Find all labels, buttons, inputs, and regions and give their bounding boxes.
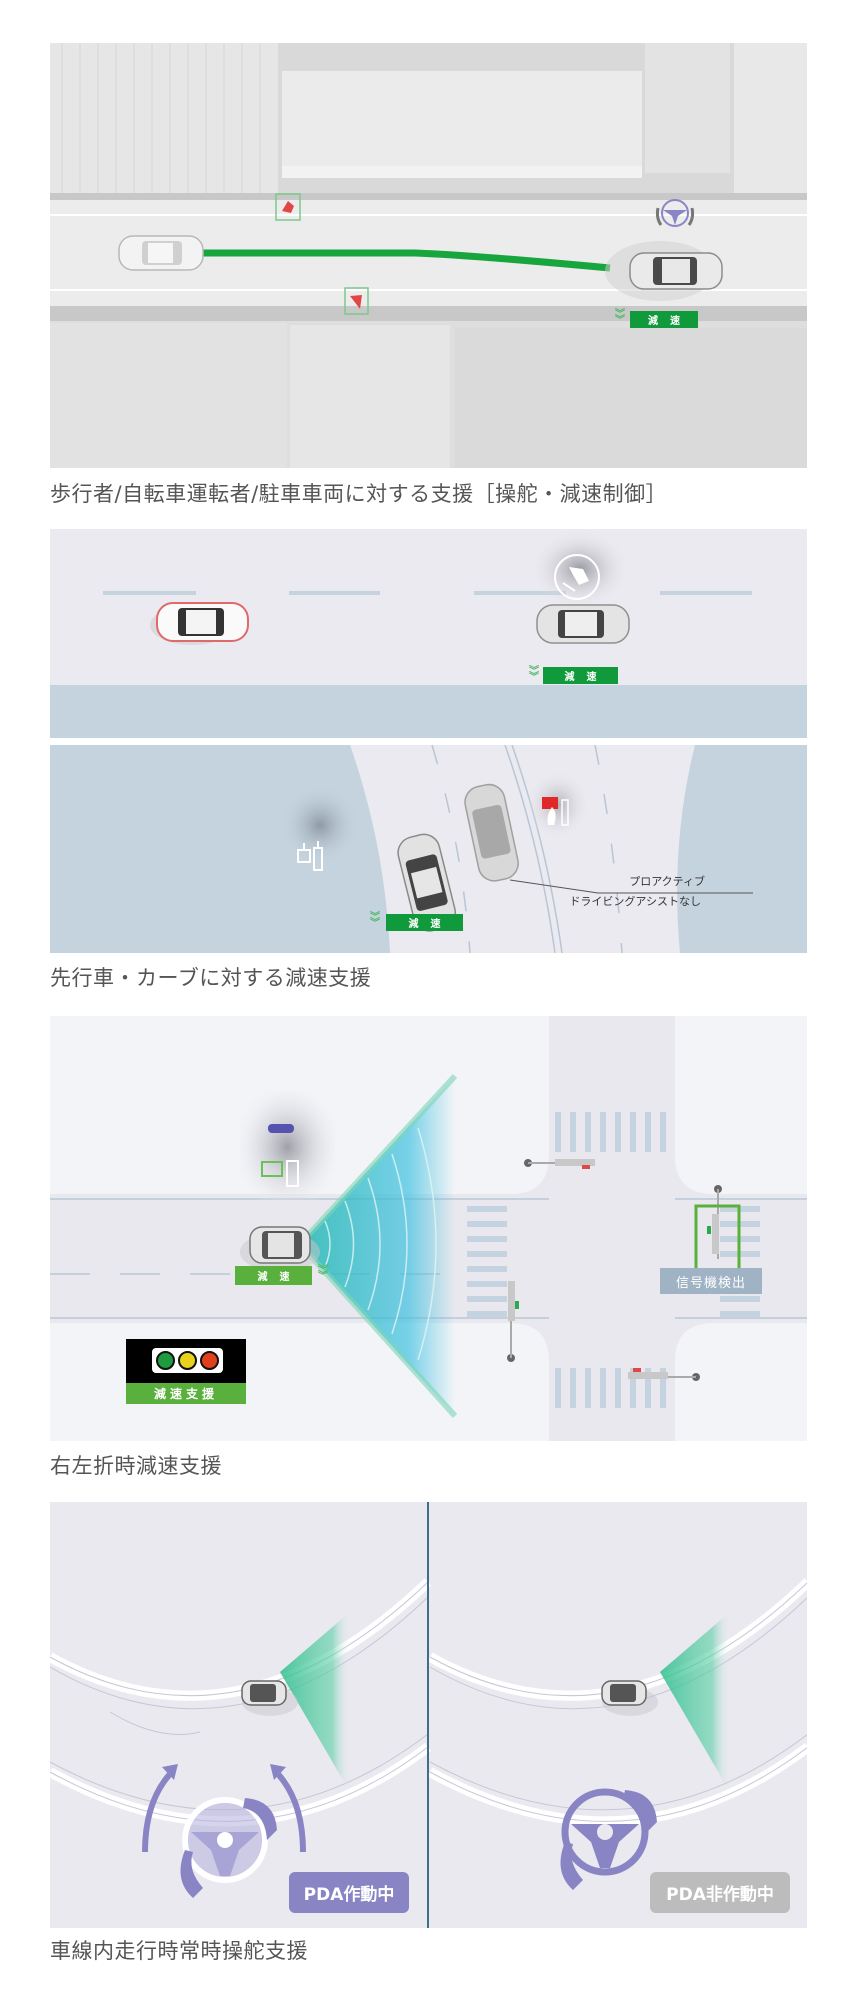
lane-steering-support-illustration: PDA作動中 PDA非作動中: [50, 1502, 807, 1928]
preceding-vehicle-scene-graphic: [50, 529, 807, 738]
annotation-line-1: プロアクティブ: [629, 875, 705, 888]
pedestrian-scene-graphic: [50, 43, 807, 468]
section-caption-lane-steering-support: 車線内走行時常時操舵支援: [50, 1939, 308, 1963]
preceding-vehicle-icon: [150, 602, 249, 645]
pda-active-badge: PDA作動中: [289, 1872, 409, 1913]
brake-pedal-red-icon: [542, 797, 569, 826]
decelerate-chevron-icon: ︾︾: [615, 309, 625, 326]
ego-vehicle-icon: [536, 604, 630, 644]
ego-vehicle-icon: [240, 1226, 320, 1272]
decelerate-badge: 減速: [386, 914, 463, 931]
turn-deceleration-illustration: 減速 ︾︾ 信号機検出 減速支援: [50, 1016, 807, 1441]
pedals-icon: [297, 841, 323, 871]
pedals-detected-icon: [261, 1160, 299, 1187]
section-caption-pedestrian-support: 歩行者/自転車運転者/駐車車両に対する支援［操舵・減速制御］: [50, 482, 668, 506]
decelerate-badge: 減速: [543, 667, 618, 684]
steering-wheel-inactive-icon: [560, 1788, 657, 1890]
decelerate-chevron-icon: ︾︾: [529, 666, 539, 683]
annotation-line-2: ドライビングアシストなし: [569, 895, 701, 908]
steering-wheel-active-icon: [180, 1797, 277, 1898]
decelerate-badge: 減速: [630, 311, 698, 328]
pda-inactive-badge: PDA非作動中: [650, 1872, 790, 1913]
traffic-signal-icon: [524, 1159, 595, 1169]
section-caption-curve-support: 先行車・カーブに対する減速支援: [50, 966, 372, 990]
comparison-divider: [427, 1502, 429, 1928]
preceding-vehicle-support-illustration: ︾︾ 減速: [50, 529, 807, 738]
brake-pedal-icon: [554, 554, 600, 600]
pda-inactive-scene: [427, 1578, 807, 1890]
traffic-signal-icon: [507, 1281, 519, 1362]
traffic-light-lamps: [152, 1348, 223, 1373]
pedestrian-support-illustration: ︾︾ 減速: [50, 43, 807, 468]
pedestrian-icon: [282, 201, 294, 213]
ego-vehicle-icon: [397, 833, 457, 932]
green-lamp-icon: [156, 1351, 176, 1370]
vehicle-icon: [118, 235, 204, 271]
red-lamp-icon: [199, 1351, 219, 1370]
section-caption-turn-support: 右左折時減速支援: [50, 1454, 222, 1478]
decelerate-chevron-icon: ︾︾: [370, 912, 380, 929]
cyclist-detected-icon: [268, 1124, 294, 1133]
lane-steering-scene-graphic: [50, 1578, 807, 1898]
yellow-lamp-icon: [177, 1351, 197, 1370]
curve-scene-graphic: [280, 745, 753, 953]
traffic-light-label: 減速支援: [126, 1383, 246, 1404]
intersection-scene-graphic: [50, 1016, 807, 1441]
steering-assist-icon: [655, 199, 695, 227]
comparison-vehicle-icon: [464, 783, 519, 882]
cyclist-icon: [350, 295, 362, 309]
ego-vehicle-icon: [629, 252, 723, 290]
signal-detection-label: 信号機検出: [660, 1268, 762, 1294]
curve-support-illustration: プロアクティブ ドライビングアシストなし ︾︾ 減速: [50, 745, 807, 953]
traffic-light-indicator: 減速支援: [126, 1339, 246, 1404]
decelerate-badge: 減速: [235, 1266, 312, 1285]
traffic-signal-icon: [628, 1368, 700, 1381]
pda-active-scene: [50, 1578, 432, 1898]
decelerate-chevron-icon: ︾︾: [318, 1265, 328, 1282]
